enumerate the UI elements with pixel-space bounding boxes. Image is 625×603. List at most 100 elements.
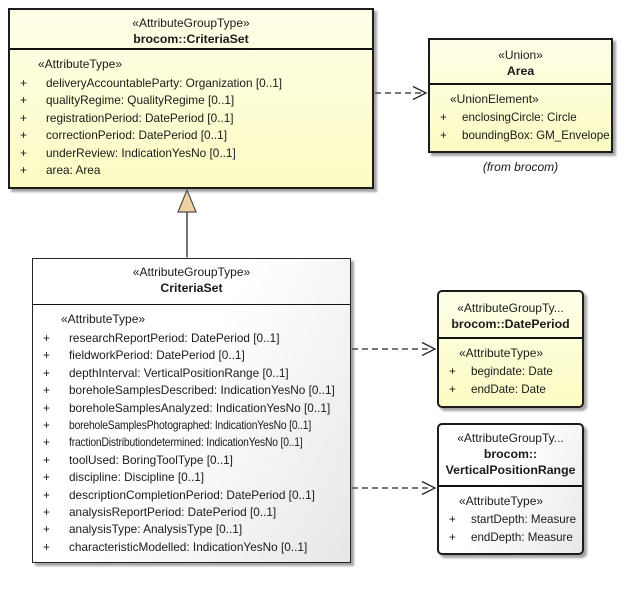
attribute-row: + boreholeSamplesAnalyzed: IndicationYesN… (41, 400, 348, 417)
attribute-text: begindate: Date (471, 365, 553, 378)
from-package-caption: (from brocom) (482, 160, 559, 174)
attribute-row: + qualityRegime: QualityRegime [0..1] (18, 92, 370, 109)
class-header: «Union» Area (430, 40, 611, 85)
attribute-text: fieldworkPeriod: DatePeriod [0..1] (69, 348, 245, 363)
attribute-row: +boundingBox: GM_Envelope (438, 127, 610, 145)
attribute-row: + analysisType: AnalysisType [0..1] (41, 521, 348, 538)
attribute-row: +deliveryAccountableParty: Organization … (18, 75, 370, 92)
attribute-row: + discipline: Discipline [0..1] (41, 469, 348, 486)
public-visibility-marker: + (43, 539, 50, 554)
dependency-connector-dateperiod (352, 341, 437, 357)
hollow-triangle-icon (177, 188, 197, 213)
attributes-compartment: «AttributeType» +deliveryAccountablePart… (10, 50, 372, 179)
public-visibility-marker: + (43, 331, 50, 345)
public-visibility-marker: + (449, 530, 456, 544)
stereotype-label: «AttributeGroupType» (132, 16, 250, 30)
class-name-line2: VerticalPositionRange (445, 463, 576, 477)
attribute-row: + endDate: Date (447, 381, 580, 399)
public-visibility-marker: + (43, 505, 50, 520)
attribute-text: characteristicModelled: IndicationYesNo … (69, 539, 308, 554)
class-name: brocom::DatePeriod (451, 317, 570, 331)
dependency-connector-area (375, 85, 428, 101)
attribute-row: + fieldworkPeriod: DatePeriod [0..1] (41, 347, 348, 364)
public-visibility-marker: + (20, 93, 27, 108)
class-name-line1: brocom:: (483, 447, 538, 461)
compartment-stereotype-label: «AttributeType» (38, 57, 123, 71)
public-visibility-marker: + (449, 382, 456, 396)
attribute-text: startDepth: Measure (471, 513, 577, 526)
public-visibility-marker: + (449, 365, 456, 378)
attribute-text: toolUsed: BoringToolType [0..1] (69, 452, 233, 467)
attribute-row: + boreholeSamplesDescribed: IndicationYes… (41, 382, 348, 399)
public-visibility-marker: + (20, 76, 27, 90)
attribute-text: descriptionCompletionPeriod: DatePeriod … (69, 487, 315, 502)
stereotype-label: «AttributeGroupTy... (457, 301, 564, 315)
attribute-text: analysisType: AnalysisType [0..1] (69, 522, 243, 537)
public-visibility-marker: + (43, 435, 50, 450)
uml-class-area-union: «Union» Area «UnionElement» + enclosingCi… (428, 38, 613, 153)
attribute-row: +fractionDistributiondetermined: Indicat… (41, 434, 348, 451)
public-visibility-marker: + (449, 513, 456, 526)
public-visibility-marker: + (20, 110, 27, 125)
class-header: «AttributeGroupTy... brocom:: VerticalPo… (439, 425, 582, 487)
attribute-row: + boreholeSamplesPhotographed: Indication… (41, 417, 348, 434)
attribute-text: discipline: Discipline [0..1] (69, 470, 205, 485)
compartment-stereotype-label: «UnionElement» (450, 92, 539, 106)
compartment-stereotype-label: «AttributeType» (61, 312, 146, 326)
compartment-stereotype-label: «AttributeType» (459, 494, 544, 508)
attribute-text: depthInterval: VerticalPositionRange [0.… (69, 365, 289, 380)
public-visibility-marker: + (43, 470, 50, 485)
attribute-text: endDate: Date (471, 382, 546, 396)
attribute-row: + characteristicModelled: IndicationYesNo… (41, 539, 348, 556)
public-visibility-marker: + (43, 348, 50, 363)
class-name: Area (506, 64, 535, 78)
attribute-text: boundingBox: GM_Envelope (462, 128, 610, 142)
attribute-row: + startDepth: Measure (447, 511, 580, 529)
generalization-connector (177, 188, 197, 258)
attribute-text: endDepth: Measure (471, 530, 573, 544)
public-visibility-marker: + (43, 452, 50, 467)
attribute-row: + analysisReportPeriod: DatePeriod [0..1] (41, 504, 348, 521)
stereotype-label: «AttributeGroupTy... (457, 431, 564, 445)
attribute-row: + descriptionCompletionPeriod: DatePeriod… (41, 487, 348, 504)
public-visibility-marker: + (43, 418, 50, 433)
open-arrowhead-icon (421, 341, 437, 357)
attribute-row: + begindate: Date (447, 363, 580, 381)
class-name: brocom::CriteriaSet (133, 32, 249, 46)
public-visibility-marker: + (440, 111, 447, 124)
attribute-text: boreholeSamplesPhotographed: IndicationY… (69, 418, 312, 433)
attribute-row: + endDepth: Measure (447, 529, 580, 547)
stereotype-label: «AttributeGroupType» (132, 265, 251, 279)
compartment-stereotype-label: «AttributeType» (459, 346, 544, 360)
public-visibility-marker: + (43, 383, 50, 398)
attributes-compartment: «AttributeType» + researchReportPeriod: D… (33, 305, 350, 556)
attribute-text: researchReportPeriod: DatePeriod [0..1] (69, 331, 280, 345)
attributes-compartment: «AttributeType» + startDepth: Measure + en… (439, 487, 582, 546)
attribute-text: correctionPeriod: DatePeriod [0..1] (46, 128, 227, 143)
dependency-connector-verticalpositionrange (352, 480, 437, 496)
uml-class-brocom-criteriaset: «AttributeGroupType» brocom::CriteriaSet… (8, 8, 374, 189)
open-arrowhead-icon (412, 85, 428, 101)
public-visibility-marker: + (43, 487, 50, 502)
attribute-text: boreholeSamplesDescribed: IndicationYesN… (69, 383, 335, 398)
attribute-text: enclosingCircle: Circle (462, 111, 577, 124)
attributes-compartment: «UnionElement» +enclosingCircle: Circle … (430, 85, 611, 144)
public-visibility-marker: + (43, 522, 50, 537)
attribute-row: + researchReportPeriod: DatePeriod [0..1] (41, 330, 348, 347)
attribute-row: + enclosingCircle: Circle (438, 109, 609, 127)
attribute-text: qualityRegime: QualityRegime [0..1] (46, 93, 235, 108)
attribute-text: analysisReportPeriod: DatePeriod [0..1] (69, 505, 277, 520)
public-visibility-marker: + (43, 365, 50, 380)
stereotype-label: «Union» (498, 48, 543, 62)
open-arrowhead-icon (421, 480, 437, 496)
attribute-row: +correctionPeriod: DatePeriod [0..1] (18, 127, 370, 144)
uml-class-criteriaset: «AttributeGroupType» CriteriaSet «Attrib… (32, 258, 351, 563)
attribute-text: boreholeSamplesAnalyzed: IndicationYesNo… (69, 400, 331, 415)
class-name: CriteriaSet (160, 281, 223, 295)
class-header: «AttributeGroupType» brocom::CriteriaSet (10, 10, 372, 50)
public-visibility-marker: + (43, 400, 50, 415)
attribute-text: underReview: IndicationYesNo [0..1] (46, 145, 236, 160)
attribute-row: + toolUsed: BoringToolType [0..1] (41, 452, 348, 469)
class-header: «AttributeGroupTy... brocom::DatePeriod (439, 292, 582, 339)
